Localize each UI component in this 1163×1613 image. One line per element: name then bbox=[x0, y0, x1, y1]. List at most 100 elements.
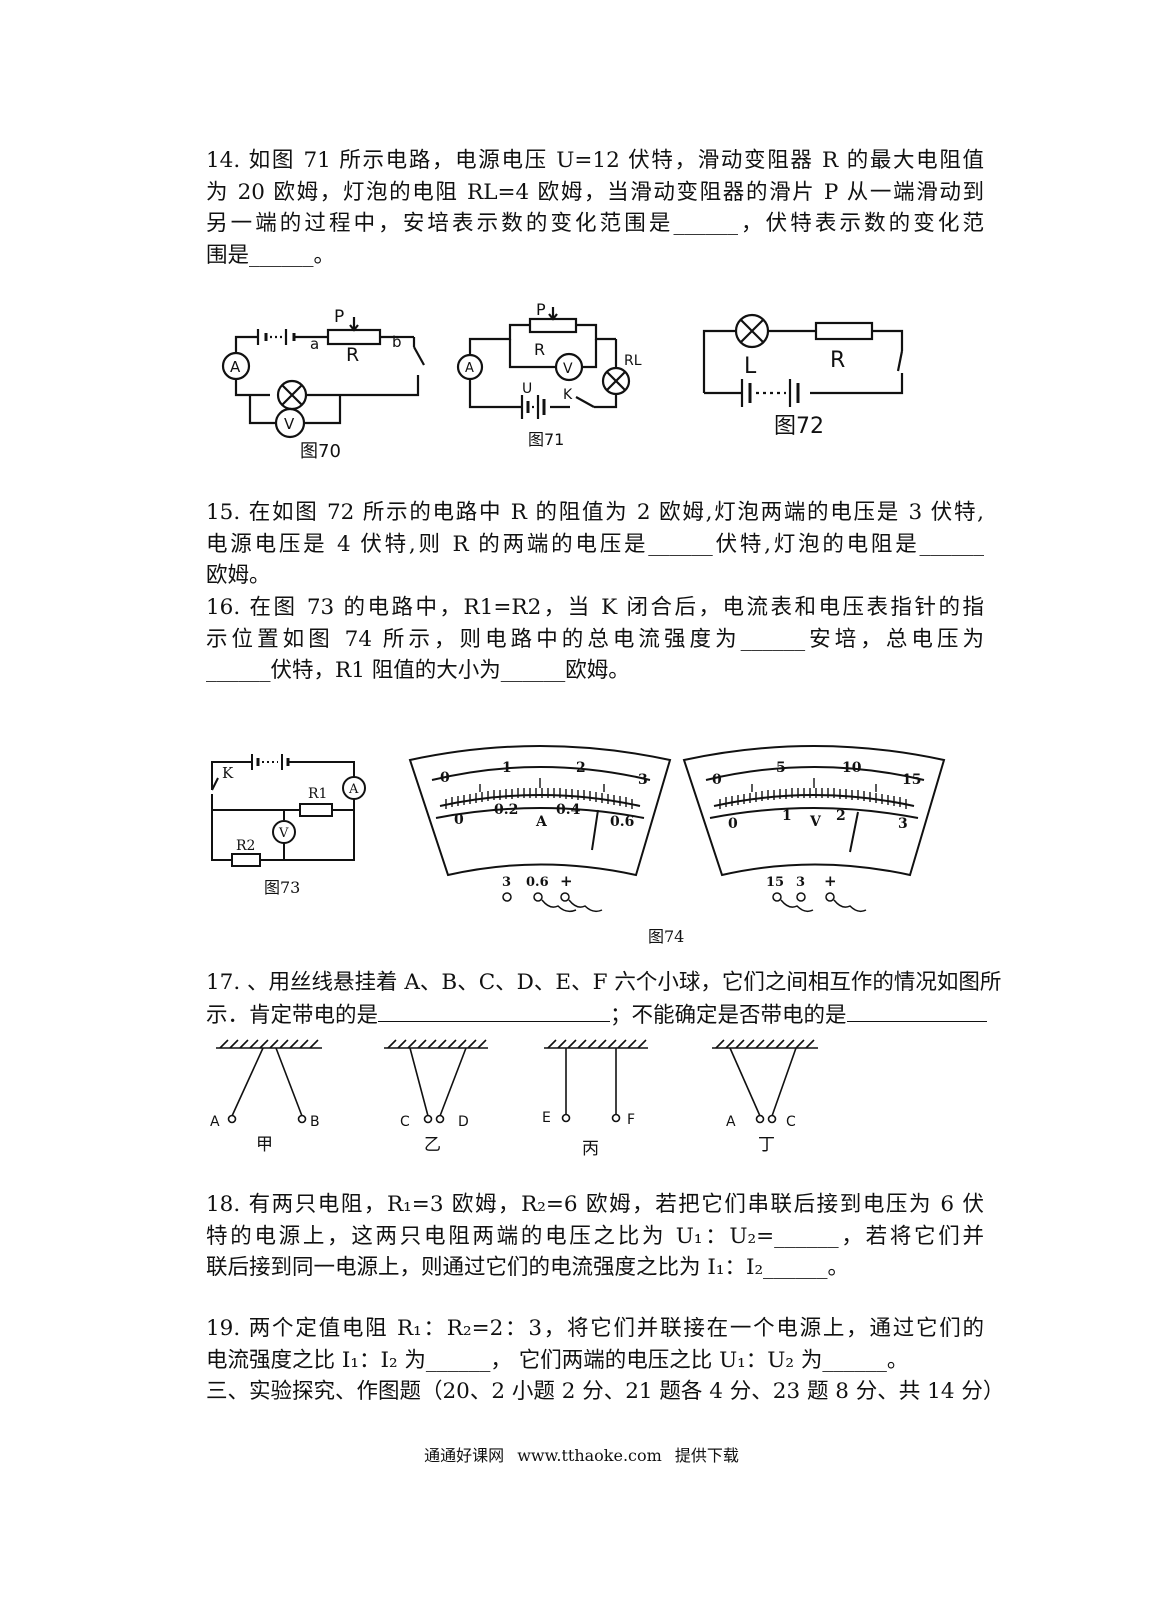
fig70-circuit bbox=[234, 317, 425, 439]
fig72-circuit bbox=[702, 313, 904, 407]
ammeter-unit: A bbox=[535, 814, 548, 830]
ammeter-top-3: 3 bbox=[638, 772, 648, 788]
fig73-ammeter-label: A bbox=[348, 782, 359, 797]
ammeter-ticks bbox=[445, 778, 633, 809]
group-name-jia: 甲 bbox=[256, 1135, 273, 1155]
fig73-voltmeter-label: V bbox=[278, 826, 289, 841]
voltmeter-terminal-3: 3 bbox=[796, 875, 805, 890]
ball-label-f-bing: F bbox=[627, 1112, 635, 1128]
q14-line-2: 为 20 欧姆，灯泡的电阻 RL=4 欧姆，当滑动变阻器的滑片 P 从一端滑动到 bbox=[206, 179, 984, 205]
voltmeter-unit: V bbox=[809, 814, 822, 830]
fig70-label-a: a bbox=[310, 335, 319, 353]
fig72-label-l: L bbox=[744, 354, 757, 379]
voltmeter-terminal-plus: + bbox=[824, 872, 837, 890]
q19-line-2: 电流强度之比 I₁：I₂ 为______， 它们两端的电压之比 U₁：U₂ 为_… bbox=[206, 1347, 909, 1373]
figures-73-74: K A R1 V R2 图73 0 1 2 3 0 0.2 A 0.4 0.6 … bbox=[211, 745, 946, 946]
question-15: 15. 在如图 72 所示的电路中 R 的阻值为 2 欧姆,灯泡两端的电压是 3… bbox=[206, 497, 984, 592]
voltmeter-dial bbox=[682, 745, 946, 877]
fig73-label-k: K bbox=[222, 764, 234, 782]
q17-pendulum-figures: A B 甲 C D 乙 E F 丙 A C 丁 bbox=[210, 1039, 818, 1159]
ball-label-c-yi: C bbox=[400, 1114, 410, 1130]
voltmeter-top-0: 0 bbox=[712, 772, 722, 788]
voltmeter-needle bbox=[849, 811, 859, 853]
group-name-yi: 乙 bbox=[424, 1135, 441, 1155]
fig73-caption: 图73 bbox=[264, 878, 300, 897]
ammeter-top-2: 2 bbox=[576, 760, 586, 776]
ammeter-top-1: 1 bbox=[502, 760, 512, 776]
fig71-circuit bbox=[456, 307, 631, 419]
ammeter-terminal-plus: + bbox=[560, 872, 573, 890]
fig71-label-p: P bbox=[536, 300, 546, 319]
ammeter-needle bbox=[591, 809, 599, 851]
fig70-ammeter-label: A bbox=[230, 358, 241, 376]
voltmeter-bottom-3: 3 bbox=[898, 816, 908, 832]
q17-line-1: 17. 、用丝线悬挂着 A、B、C、D、E、F 六个小球，它们之间相互作的情况如… bbox=[206, 970, 1002, 995]
fig71-label-u: U bbox=[522, 381, 532, 397]
fig73-label-r1: R1 bbox=[308, 786, 327, 802]
q18-line-1: 18. 有两只电阻，R₁=3 欧姆，R₂=6 欧姆，若把它们串联后接到电压为 6… bbox=[206, 1192, 984, 1217]
support-jia bbox=[216, 1039, 322, 1124]
fig70-caption: 图70 bbox=[300, 441, 341, 462]
ball-label-b-jia: B bbox=[310, 1114, 320, 1130]
fig70-label-p: P bbox=[334, 307, 344, 327]
ammeter-bottom-2: 0.4 bbox=[556, 802, 581, 818]
ball-label-d-yi: D bbox=[458, 1114, 469, 1130]
fig73-label-r2: R2 bbox=[236, 838, 255, 854]
fig71-label-k: K bbox=[563, 387, 573, 403]
fig71-ammeter-label: A bbox=[465, 361, 474, 376]
ammeter-dial bbox=[408, 745, 672, 877]
footer-url: www.tthaoke.com bbox=[517, 1446, 662, 1465]
fig71-caption: 图71 bbox=[528, 430, 564, 449]
ammeter-terminal-3: 3 bbox=[502, 875, 511, 890]
fig71-voltmeter-label: V bbox=[563, 361, 573, 377]
question-17: 17. 、用丝线悬挂着 A、B、C、D、E、F 六个小球，它们之间相互作的情况如… bbox=[206, 967, 1002, 1032]
question-16: 16. 在图 73 的电路中，R1=R2，当 K 闭合后，电流表和电压表指针的指… bbox=[206, 592, 984, 687]
ammeter-terminals bbox=[502, 892, 603, 913]
ammeter-top-0: 0 bbox=[440, 770, 450, 786]
q14-line-4: 围是______。 bbox=[206, 242, 336, 268]
q16-line-3: ______伏特，R1 阻值的大小为______欧姆。 bbox=[206, 658, 630, 683]
fig74-caption: 图74 bbox=[648, 927, 684, 946]
page-footer: 通通好课网 www.tthaoke.com 提供下载 bbox=[0, 1442, 1163, 1466]
ball-label-e-bing: E bbox=[542, 1110, 551, 1126]
voltmeter-terminals bbox=[772, 892, 867, 913]
q14-line-1: 14. 如图 71 所示电路，电源电压 U=12 伏特，滑动变阻器 R 的最大电… bbox=[206, 148, 984, 173]
figures-70-72: P R a b A V 图70 P R V A RL U K 图71 L R 图… bbox=[221, 300, 904, 462]
group-name-bing: 丙 bbox=[582, 1139, 599, 1159]
q17-line-2-part-1: 示．肯定带电的是 bbox=[206, 1002, 379, 1028]
fig70-label-b: b bbox=[392, 333, 402, 351]
voltmeter-ticks bbox=[719, 778, 907, 809]
q14-line-3: 另一端的过程中，安培表示数的变化范围是______，伏特表示数的变化范 bbox=[206, 211, 984, 236]
support-yi bbox=[384, 1039, 488, 1124]
fig73-circuit bbox=[211, 754, 366, 867]
q19-line-1: 19. 两个定值电阻 R₁：R₂=2：3，将它们并联接在一个电源上，通过它们的 bbox=[206, 1316, 984, 1341]
ball-label-a-jia: A bbox=[210, 1114, 220, 1130]
footer-site-name: 通通好课网 bbox=[424, 1446, 505, 1465]
support-ding bbox=[712, 1039, 818, 1124]
voltmeter-bottom-1: 1 bbox=[782, 808, 792, 824]
question-14: 14. 如图 71 所示电路，电源电压 U=12 伏特，滑动变阻器 R 的最大电… bbox=[206, 145, 984, 271]
fig70-ammeter-icon bbox=[221, 351, 251, 381]
voltmeter-bottom-0: 0 bbox=[728, 816, 738, 832]
q18-line-3: 联后接到同一电源上，则通过它们的电流强度之比为 I₁：I₂______。 bbox=[206, 1255, 850, 1280]
q16-line-1: 16. 在图 73 的电路中，R1=R2，当 K 闭合后，电流表和电压表指针的指 bbox=[206, 595, 984, 620]
voltmeter-terminal-15: 15 bbox=[766, 875, 784, 890]
question-19: 19. 两个定值电阻 R₁：R₂=2：3，将它们并联接在一个电源上，通过它们的 … bbox=[206, 1313, 1004, 1408]
ball-label-c-ding: C bbox=[786, 1114, 796, 1130]
fig71-label-r: R bbox=[534, 340, 545, 359]
fig71-label-rl: RL bbox=[624, 353, 642, 369]
fig72-caption: 图72 bbox=[774, 414, 824, 439]
q17-blank-2 bbox=[846, 999, 987, 1022]
voltmeter-top-15: 15 bbox=[902, 772, 921, 788]
ammeter-bottom-3: 0.6 bbox=[610, 814, 634, 830]
q17-line-2: 示．肯定带电的是 ；不能确定是否带电的是 bbox=[206, 999, 987, 1032]
question-18: 18. 有两只电阻，R₁=3 欧姆，R₂=6 欧姆，若把它们串联后接到电压为 6… bbox=[206, 1189, 984, 1284]
voltmeter-bottom-2: 2 bbox=[836, 808, 846, 824]
ball-label-a-ding: A bbox=[726, 1114, 736, 1130]
q18-line-2: 特的电源上，这两只电阻两端的电压之比为 U₁：U₂=______，若将它们并 bbox=[206, 1223, 984, 1249]
fig70-voltmeter-label: V bbox=[284, 415, 295, 433]
ammeter-bottom-1: 0.2 bbox=[494, 802, 518, 818]
q17-line-2-part-2: ；不能确定是否带电的是 bbox=[610, 1002, 847, 1028]
footer-note: 提供下载 bbox=[674, 1446, 739, 1465]
q17-blank-1 bbox=[378, 999, 611, 1022]
